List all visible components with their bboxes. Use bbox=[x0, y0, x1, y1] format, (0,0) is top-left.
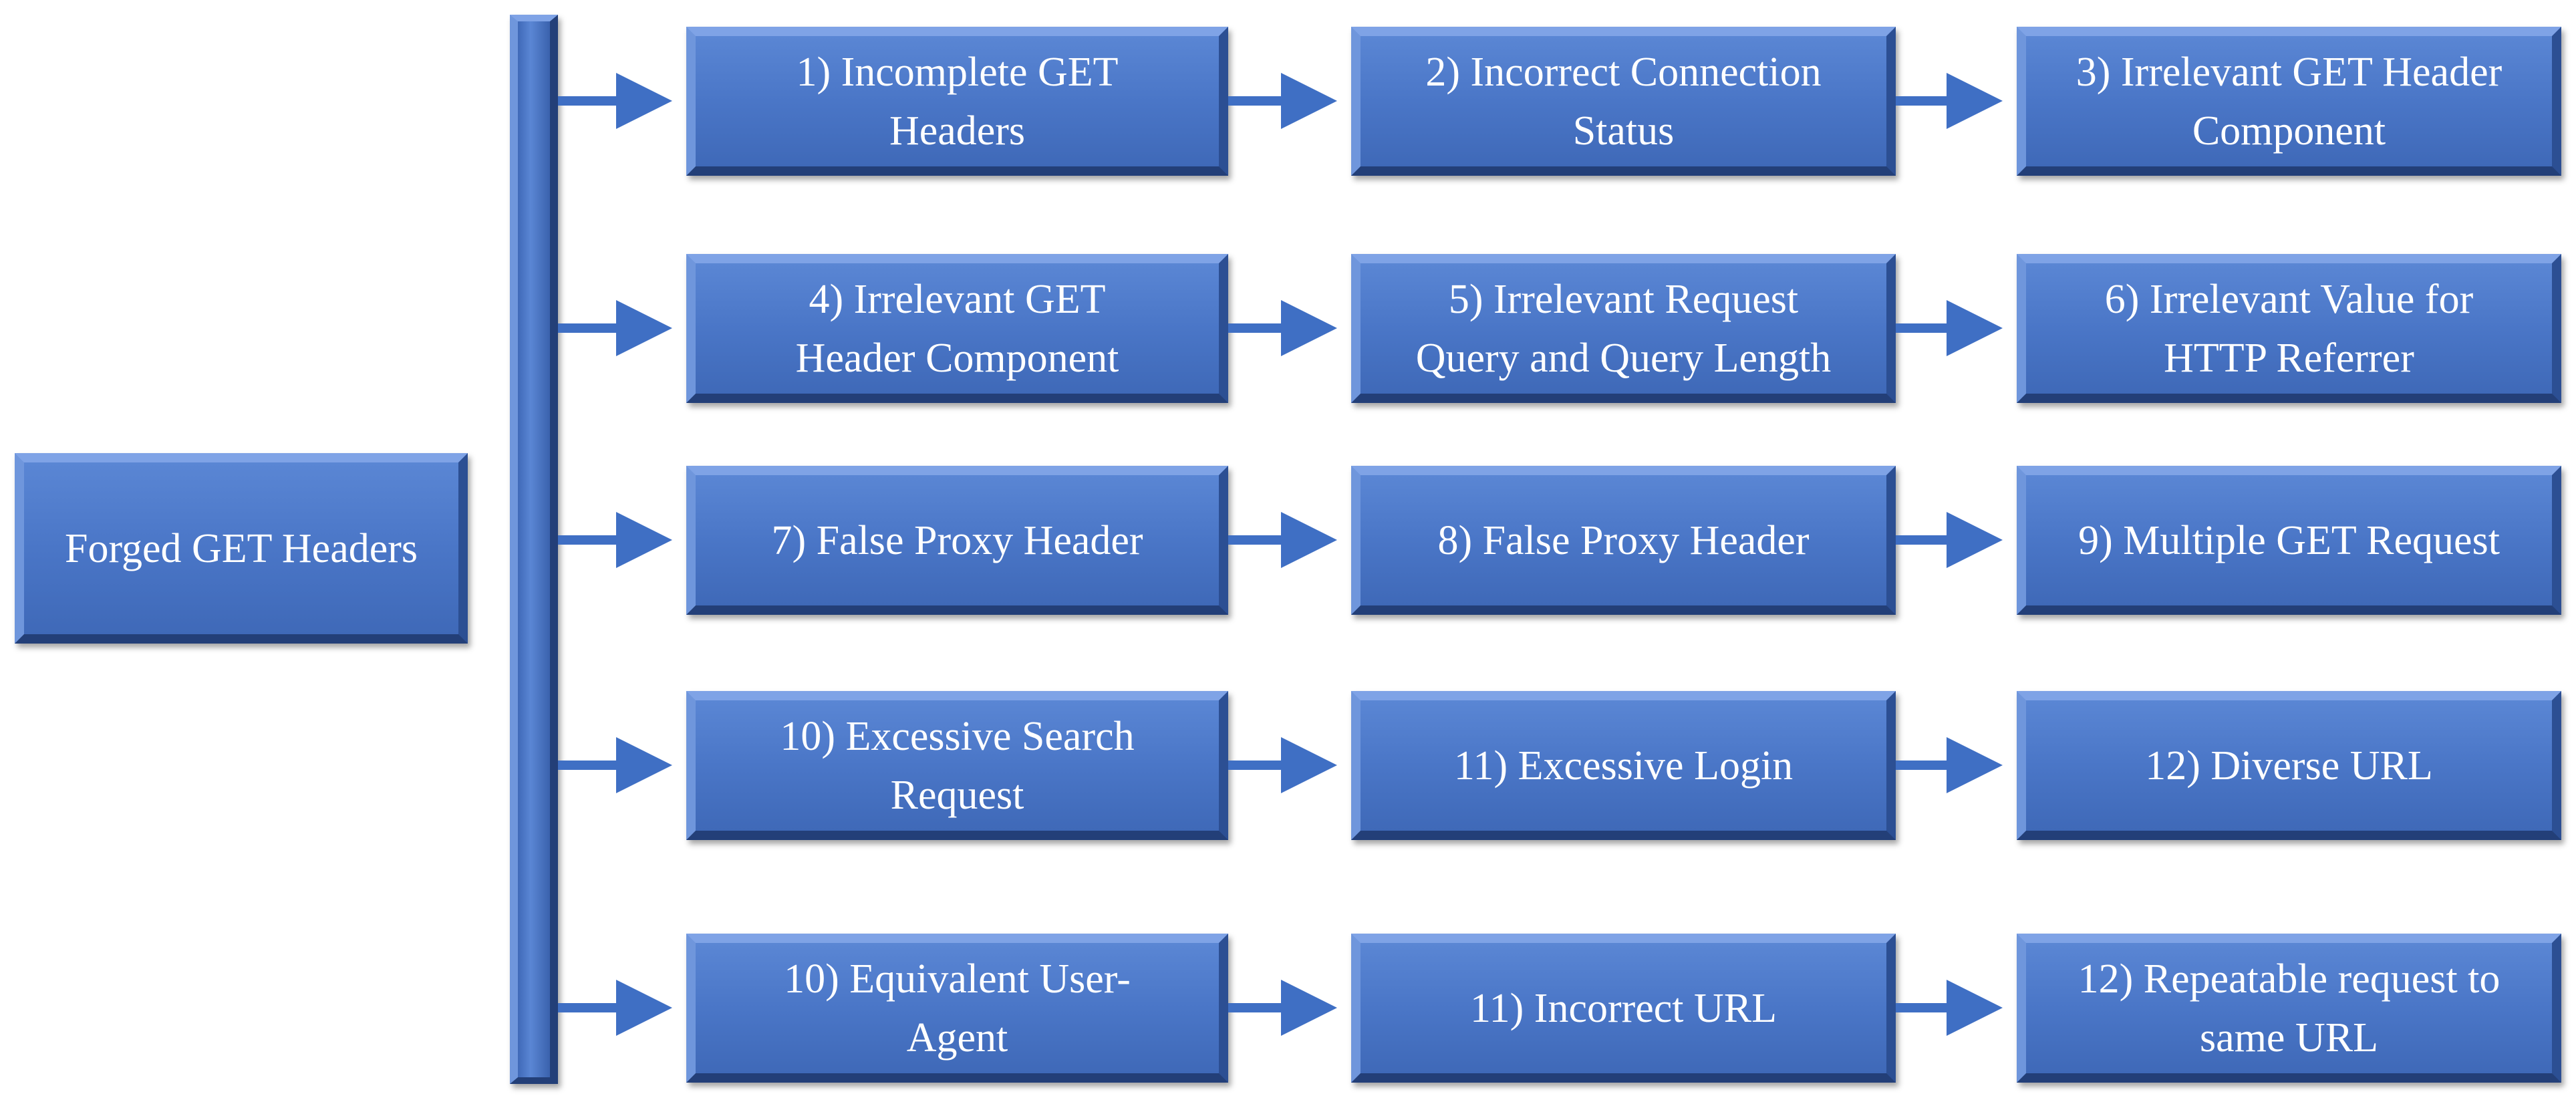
node-row1-col3: 3) Irrelevant GET Header Component bbox=[2017, 27, 2561, 176]
node-label: 6) Irrelevant Value for HTTP Referrer bbox=[2104, 276, 2474, 381]
node-label: 4) Irrelevant GET Header Component bbox=[795, 276, 1119, 381]
node-row1-col1: 1) Incomplete GET Headers bbox=[686, 27, 1228, 176]
node-label: 1) Incomplete GET Headers bbox=[796, 49, 1119, 154]
node-label: 10) Excessive Search Request bbox=[780, 713, 1135, 818]
node-label: 9) Multiple GET Request bbox=[2078, 517, 2500, 563]
node-label: 8) False Proxy Header bbox=[1437, 517, 1810, 563]
node-row2-col3: 6) Irrelevant Value for HTTP Referrer bbox=[2017, 254, 2561, 403]
node-row2-col1: 4) Irrelevant GET Header Component bbox=[686, 254, 1228, 403]
node-row2-col2: 5) Irrelevant Request Query and Query Le… bbox=[1351, 254, 1896, 403]
node-label: 5) Irrelevant Request Query and Query Le… bbox=[1415, 276, 1832, 381]
root-node: Forged GET Headers bbox=[15, 453, 468, 644]
node-label: 11) Incorrect URL bbox=[1469, 985, 1777, 1031]
node-row3-col2: 8) False Proxy Header bbox=[1351, 466, 1896, 615]
branch-spine bbox=[510, 15, 558, 1084]
node-label: 12) Repeatable request to same URL bbox=[2078, 956, 2500, 1061]
node-row4-col3: 12) Diverse URL bbox=[2017, 691, 2561, 840]
node-label: 2) Incorrect Connection Status bbox=[1425, 49, 1822, 154]
node-row4-col1: 10) Excessive Search Request bbox=[686, 691, 1228, 840]
node-row4-col2: 11) Excessive Login bbox=[1351, 691, 1896, 840]
node-row3-col1: 7) False Proxy Header bbox=[686, 466, 1228, 615]
node-row5-col3: 12) Repeatable request to same URL bbox=[2017, 934, 2561, 1083]
node-row3-col3: 9) Multiple GET Request bbox=[2017, 466, 2561, 615]
node-row5-col1: 10) Equivalent User- Agent bbox=[686, 934, 1228, 1083]
node-label: 12) Diverse URL bbox=[2145, 742, 2433, 789]
root-node-label: Forged GET Headers bbox=[64, 525, 418, 571]
node-row1-col2: 2) Incorrect Connection Status bbox=[1351, 27, 1896, 176]
node-label: 10) Equivalent User- Agent bbox=[784, 956, 1131, 1061]
node-row5-col2: 11) Incorrect URL bbox=[1351, 934, 1896, 1083]
node-label: 3) Irrelevant GET Header Component bbox=[2076, 49, 2502, 154]
node-label: 7) False Proxy Header bbox=[771, 517, 1143, 563]
node-label: 11) Excessive Login bbox=[1453, 742, 1794, 789]
